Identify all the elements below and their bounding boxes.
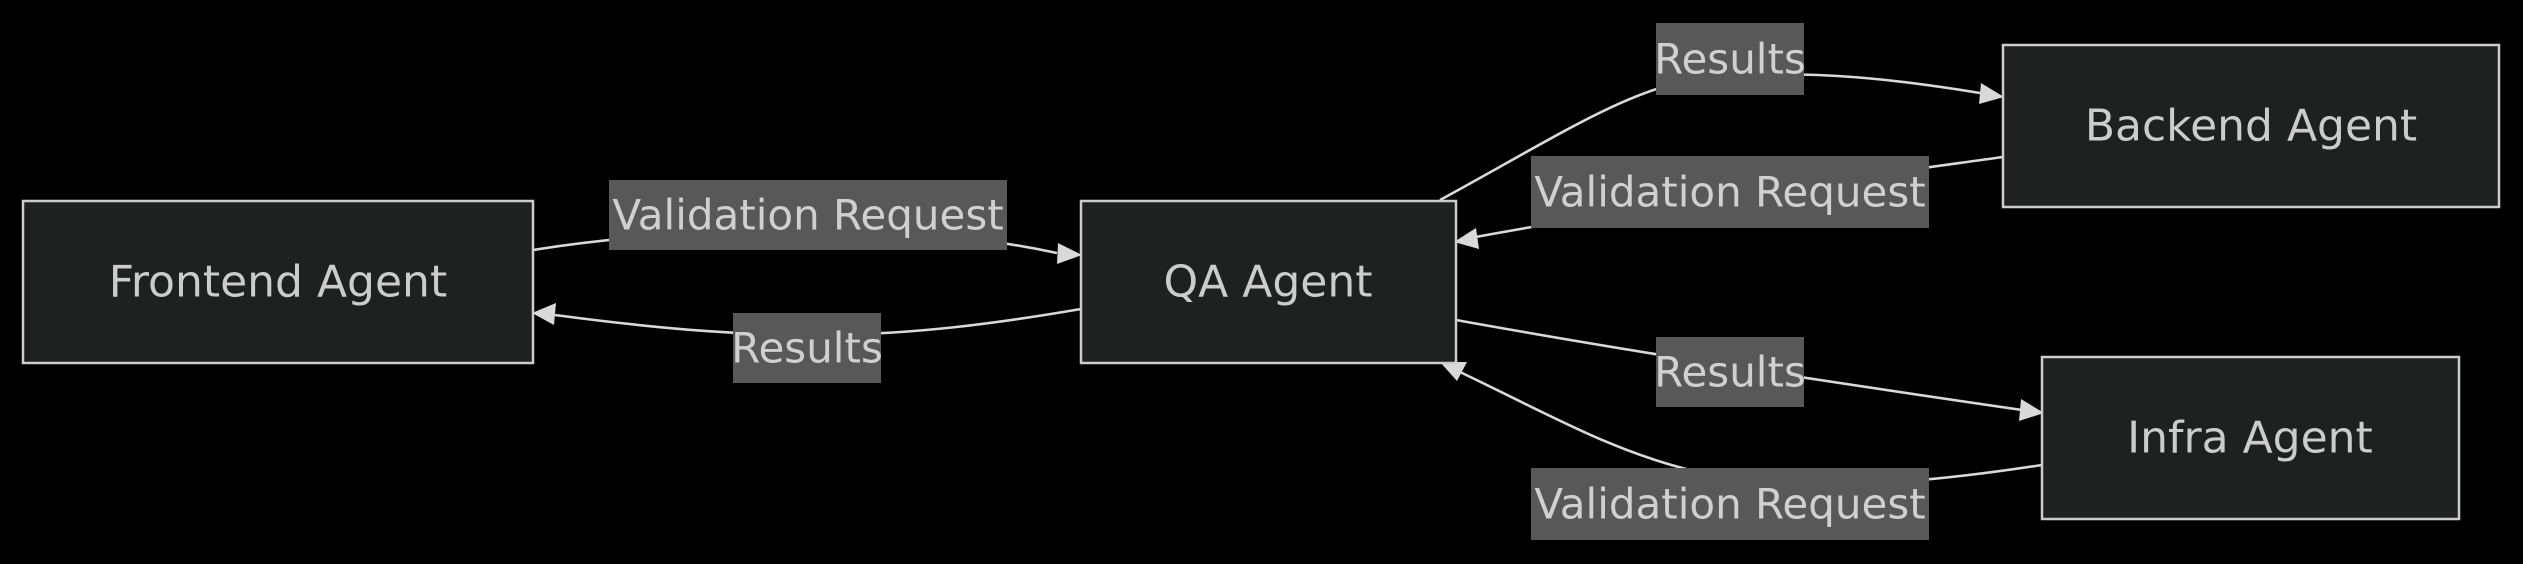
edge-labels: Validation Request Results Results Valid… <box>609 23 1929 540</box>
nodes: Frontend Agent QA Agent Backend Agent In… <box>21 43 2501 521</box>
arrowhead-qa-to-backend <box>1979 83 2004 104</box>
edge-label-qa-to-infra: Results <box>1654 337 1806 407</box>
arrowhead-qa-to-infra <box>2019 399 2044 421</box>
arrowhead-frontend-to-qa <box>1057 243 1082 264</box>
edge-label-qa-to-frontend: Results <box>731 313 883 383</box>
edge-label-frontend-to-qa: Validation Request <box>609 180 1007 250</box>
edge-label-text: Results <box>1654 35 1806 84</box>
edge-label-text: Validation Request <box>1534 168 1925 217</box>
node-label: Backend Agent <box>2085 101 2417 152</box>
edge-label-text: Results <box>731 324 883 373</box>
node-label: QA Agent <box>1164 257 1373 308</box>
arrowhead-infra-to-qa <box>1440 362 1467 381</box>
edge-label-backend-to-qa: Validation Request <box>1531 156 1929 228</box>
node-backend-agent[interactable]: Backend Agent <box>2001 43 2501 209</box>
edge-label-text: Results <box>1654 348 1806 397</box>
edge-label-infra-to-qa: Validation Request <box>1531 468 1929 540</box>
node-qa-agent[interactable]: QA Agent <box>1079 199 1458 365</box>
edge-label-text: Validation Request <box>612 191 1003 240</box>
node-label: Frontend Agent <box>109 257 447 308</box>
edge-label-qa-to-backend: Results <box>1654 23 1806 95</box>
node-frontend-agent[interactable]: Frontend Agent <box>21 199 535 365</box>
node-infra-agent[interactable]: Infra Agent <box>2040 355 2461 521</box>
arrowhead-backend-to-qa <box>1454 228 1479 249</box>
arrowhead-qa-to-frontend <box>532 303 556 325</box>
edge-label-text: Validation Request <box>1534 480 1925 529</box>
node-label: Infra Agent <box>2127 413 2373 464</box>
